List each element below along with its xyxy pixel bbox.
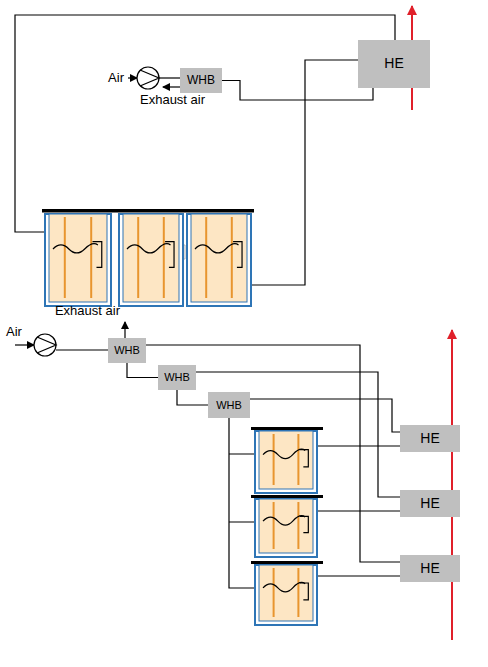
outlet-pipe [240, 60, 358, 285]
inlet-label: Air [108, 71, 124, 85]
exhaust-arrow [124, 322, 125, 338]
connector-pipe [222, 81, 373, 101]
heat-exchanger-box: HE [400, 555, 460, 582]
waste-heat-boiler-box: WHB [180, 68, 222, 93]
exhaust-label: Exhaust air [55, 304, 120, 318]
heat-exchanger-box: HE [400, 425, 460, 452]
connector-pipe [127, 363, 158, 378]
reactor-vessel [255, 565, 317, 625]
outlet-pipe [312, 446, 400, 576]
node-label: WHB [187, 74, 215, 87]
inlet-label: Air [6, 325, 22, 339]
air-duct [159, 77, 180, 78]
waste-heat-boiler-box: WHB [208, 392, 250, 418]
air-inlet [128, 77, 137, 78]
waste-heat-boiler-box: WHB [158, 365, 196, 390]
node-label: WHB [216, 399, 242, 411]
reactor-lid [42, 209, 323, 564]
process-stream-arrow [451, 330, 453, 640]
node-label: HE [420, 561, 439, 576]
connector-pipe [250, 399, 400, 432]
node-label: HE [420, 431, 439, 446]
exhaust-arrow [163, 86, 180, 87]
node-label: WHB [114, 344, 140, 356]
connector-pipe [146, 345, 400, 562]
reactor-vessel [187, 214, 251, 306]
heat-exchanger-box: HE [358, 40, 430, 88]
reactor-vessel [119, 214, 183, 306]
air-inlet [15, 344, 34, 345]
connector-pipe [177, 390, 208, 405]
node-label: HE [420, 496, 439, 511]
reactor-vessel [255, 499, 317, 557]
connector-pipe [196, 372, 400, 497]
air-duct [56, 349, 110, 350]
node-label: HE [384, 56, 403, 71]
waste-heat-boiler-box: WHB [108, 338, 146, 363]
recycle-pipe [15, 15, 395, 232]
heat-exchanger-box: HE [400, 490, 460, 517]
node-label: WHB [164, 371, 190, 383]
exhaust-label: Exhaust air [140, 93, 205, 107]
reactor-vessel [45, 214, 111, 306]
pipe-lines [15, 15, 400, 588]
reactor-vessel [255, 431, 317, 493]
